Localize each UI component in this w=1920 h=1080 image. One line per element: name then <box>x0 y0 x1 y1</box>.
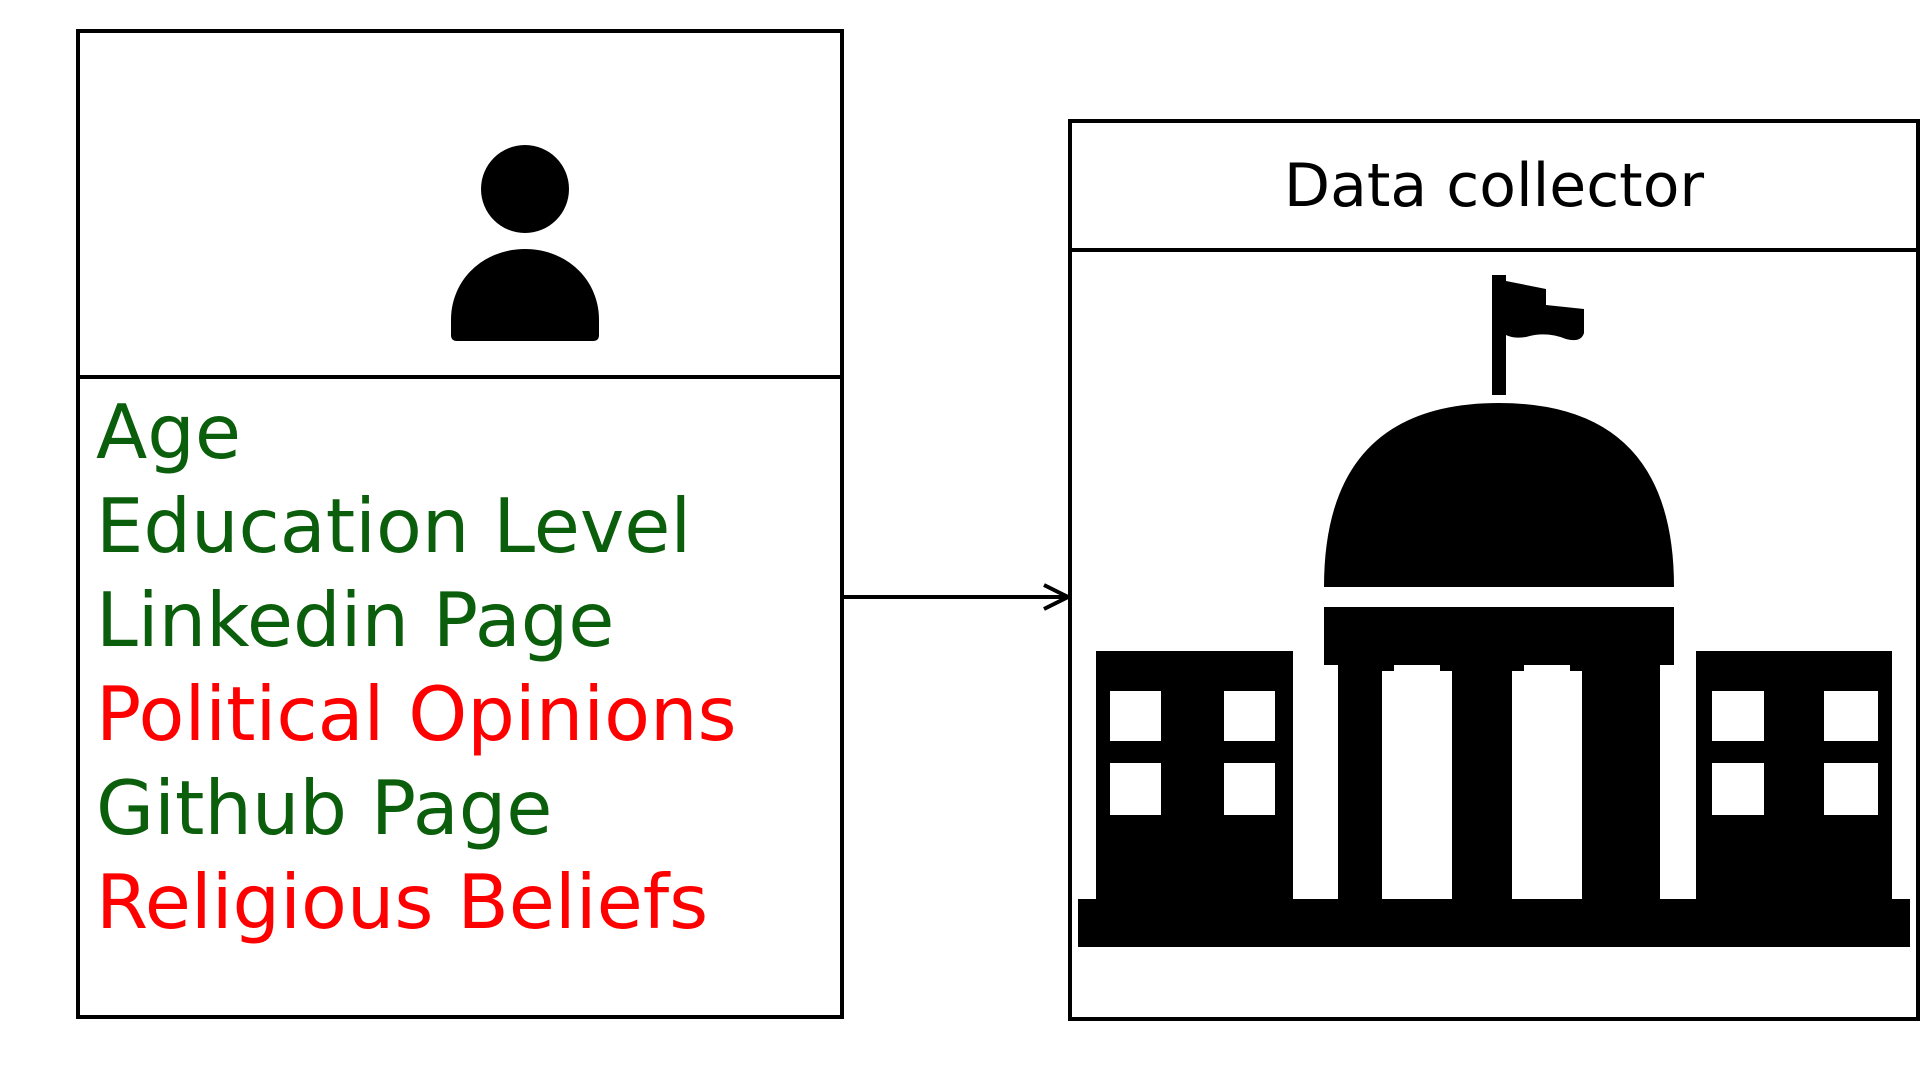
data-subject-box: Age Education Level Linkedin Page Politi… <box>76 29 844 1019</box>
attribute-linkedin-page: Linkedin Page <box>96 576 615 664</box>
data-subject-header <box>80 33 840 379</box>
data-collector-header: Data collector <box>1072 123 1916 252</box>
attribute-github-page: Github Page <box>96 764 553 852</box>
arrow-right-icon <box>844 583 1072 611</box>
data-collector-title: Data collector <box>1283 150 1705 221</box>
data-collector-box: Data collector <box>1068 119 1920 1021</box>
attribute-religious-beliefs: Religious Beliefs <box>96 858 709 946</box>
government-building-icon <box>1078 275 1910 947</box>
attribute-list: Age Education Level Linkedin Page Politi… <box>96 385 737 949</box>
attribute-age: Age <box>96 388 242 476</box>
person-icon <box>451 145 599 341</box>
attribute-political-opinions: Political Opinions <box>96 670 737 758</box>
attribute-education-level: Education Level <box>96 482 692 570</box>
